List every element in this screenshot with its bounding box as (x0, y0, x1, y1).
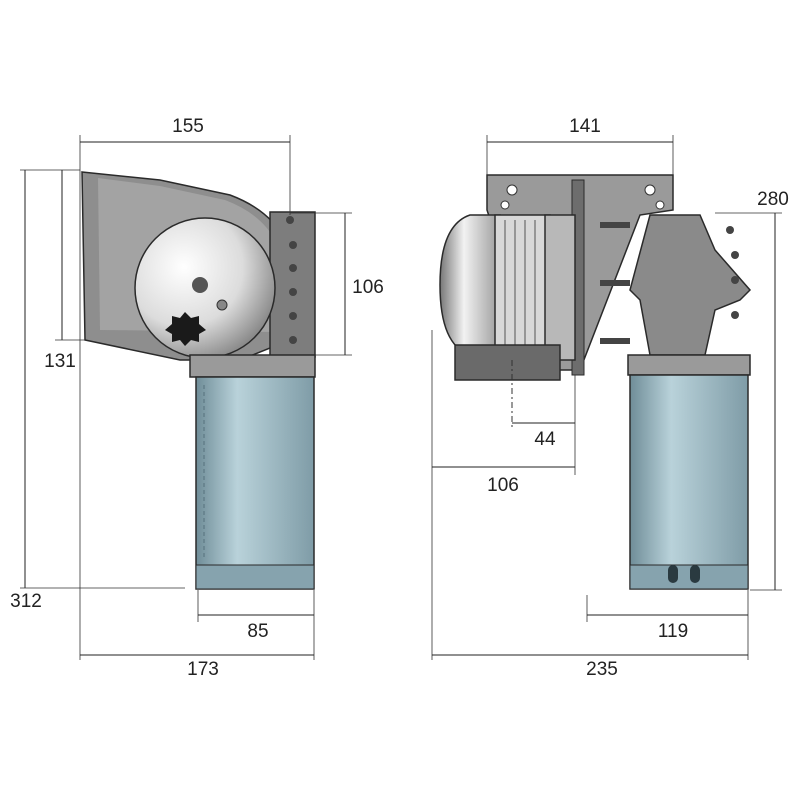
dim-label-235: 235 (586, 659, 618, 680)
dim-label-44: 44 (534, 429, 556, 450)
motor-flange-front (627, 354, 751, 376)
motor-base-band (195, 564, 315, 590)
drum-hub (192, 277, 208, 293)
gearbox-bolts (286, 216, 297, 344)
dimension-lines (20, 135, 782, 660)
dim-label-173: 173 (187, 659, 219, 680)
motor-body-front (629, 374, 749, 590)
motor-flange (189, 354, 316, 378)
dim-label-106-gearbox: 106 (352, 277, 384, 298)
dim-label-106-offset: 106 (487, 475, 519, 496)
motor-body (195, 376, 315, 590)
dim-label-280: 280 (757, 189, 789, 210)
drum-dome (439, 214, 501, 356)
gearbox-front (629, 214, 752, 356)
dim-label-155: 155 (172, 116, 204, 137)
dim-label-131: 131 (44, 351, 76, 372)
terminal-slot (690, 565, 700, 583)
drum-bolt (216, 299, 228, 311)
side-view (81, 171, 316, 590)
drum-ribs (504, 220, 536, 350)
base-foot (454, 344, 561, 381)
gypsy-star (165, 312, 206, 346)
drum-housing (544, 214, 576, 361)
studs (600, 222, 739, 344)
dim-label-119: 119 (657, 621, 689, 642)
gearbox (269, 211, 316, 358)
dim-label-312: 312 (10, 591, 42, 612)
front-view (439, 174, 752, 590)
rope-drum (494, 214, 551, 356)
dim-label-85: 85 (247, 621, 269, 642)
terminal-slot (668, 565, 678, 583)
dim-label-141: 141 (569, 116, 601, 137)
